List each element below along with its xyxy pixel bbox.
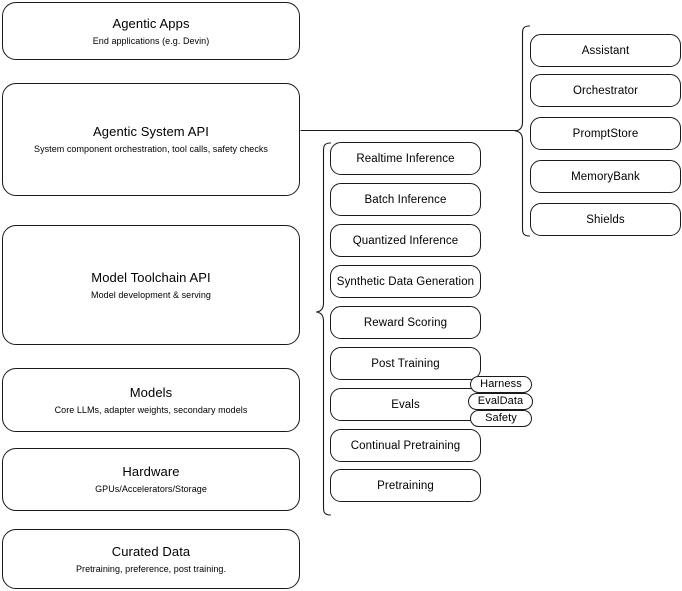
system-item-memorybank[interactable]: MemoryBank [530,160,681,193]
eval-badge-safety[interactable]: Safety [470,410,532,427]
toolchain-item-pretraining[interactable]: Pretraining [330,469,481,502]
layer-subtitle: GPUs/Accelerators/Storage [95,484,207,494]
layer-agentic-system-api[interactable]: Agentic System API System component orch… [2,83,300,196]
toolchain-item-batch-inference[interactable]: Batch Inference [330,183,481,216]
leaf-label: Post Training [371,357,440,370]
leaf-label: MemoryBank [571,170,640,183]
layer-subtitle: Core LLMs, adapter weights, secondary mo… [54,404,248,415]
leaf-label: Continual Pretraining [350,439,461,452]
right-curly-brace [514,25,531,237]
layer-title: Hardware [122,464,180,479]
leaf-label: PromptStore [572,127,639,140]
leaf-label: Assistant [581,44,630,57]
layer-subtitle: Model development & serving [91,289,211,300]
layer-title: Curated Data [111,543,191,559]
leaf-label: Shields [586,213,625,226]
leaf-label: Evals [391,398,420,411]
system-item-assistant[interactable]: Assistant [530,34,681,67]
leaf-label: Synthetic Data Generation [336,275,475,288]
middle-curly-brace [315,142,332,516]
layer-title: Agentic Apps [112,15,190,31]
layer-subtitle: End applications (e.g. Devin) [92,35,210,46]
toolchain-item-quantized-inference[interactable]: Quantized Inference [330,224,481,257]
leaf-label: Reward Scoring [363,316,448,329]
layer-title: Model Toolchain API [91,269,211,285]
leaf-label: Batch Inference [364,193,447,206]
layer-models[interactable]: Models Core LLMs, adapter weights, secon… [2,368,300,432]
system-item-shields[interactable]: Shields [530,203,681,236]
leaf-label: Realtime Inference [356,152,455,165]
system-item-orchestrator[interactable]: Orchestrator [530,74,681,107]
toolchain-item-synthetic-data-generation[interactable]: Synthetic Data Generation [330,265,481,298]
layer-title: Models [129,384,173,400]
toolchain-item-realtime-inference[interactable]: Realtime Inference [330,142,481,175]
layer-title: Agentic System API [93,124,209,139]
leaf-label: Pretraining [377,479,434,492]
toolchain-item-evals[interactable]: Evals [330,388,481,421]
eval-badge-harness[interactable]: Harness [470,376,532,393]
layer-model-toolchain-api[interactable]: Model Toolchain API Model development & … [2,225,300,345]
layer-hardware[interactable]: Hardware GPUs/Accelerators/Storage [2,448,300,511]
layer-subtitle: Pretraining, preference, post training. [75,563,227,574]
system-item-promptstore[interactable]: PromptStore [530,117,681,150]
toolchain-item-post-training[interactable]: Post Training [330,347,481,380]
toolchain-item-continual-pretraining[interactable]: Continual Pretraining [330,429,481,462]
leaf-label: Quantized Inference [352,234,459,247]
toolchain-item-reward-scoring[interactable]: Reward Scoring [330,306,481,339]
layer-agentic-apps[interactable]: Agentic Apps End applications (e.g. Devi… [2,2,300,60]
eval-badge-evaldata[interactable]: EvalData [468,393,533,410]
leaf-label: Orchestrator [572,84,639,97]
layer-subtitle: System component orchestration, tool cal… [34,144,268,154]
layer-curated-data[interactable]: Curated Data Pretraining, preference, po… [2,529,300,589]
